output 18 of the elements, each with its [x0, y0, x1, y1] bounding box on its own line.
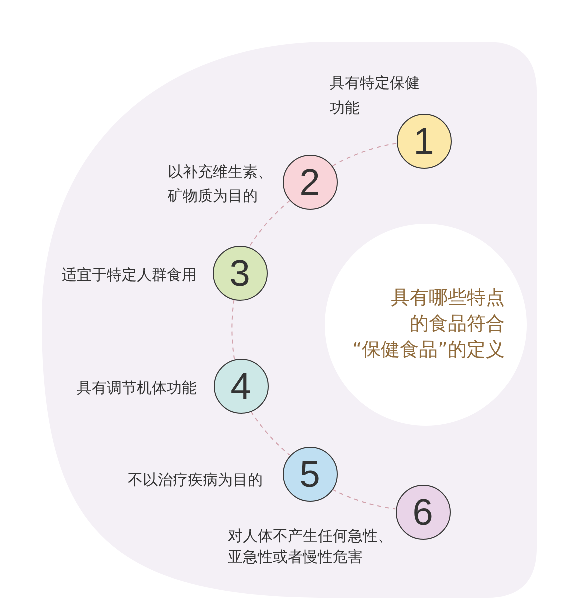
step-number: 1: [414, 122, 434, 160]
dashed-connector: [248, 200, 290, 248]
feature-text: 具有调节机体功能: [77, 378, 197, 399]
step-number: 2: [300, 164, 320, 200]
dashed-connector: [232, 299, 236, 360]
dashed-connector: [250, 411, 290, 456]
feature-text: 适宜于特定人群食用: [62, 265, 197, 286]
dashed-connector: [332, 489, 396, 510]
feature-text: 对人体不产生任何急性、亚急性或者慢性危害: [228, 526, 394, 568]
step-number: 3: [230, 254, 250, 292]
feature-text: 具有特定保健功能: [330, 73, 421, 119]
step-number: 5: [300, 456, 320, 492]
step-number: 4: [230, 368, 252, 404]
feature-text: 不以治疗疾病为目的: [128, 470, 263, 491]
step-number: 6: [412, 494, 434, 530]
dashed-connector: [332, 143, 398, 167]
feature-text: 以补充维生素、矿物质为目的: [168, 162, 274, 207]
hub-heading: 具有哪些特点的食品符合“保健食品”的定义: [351, 286, 505, 363]
